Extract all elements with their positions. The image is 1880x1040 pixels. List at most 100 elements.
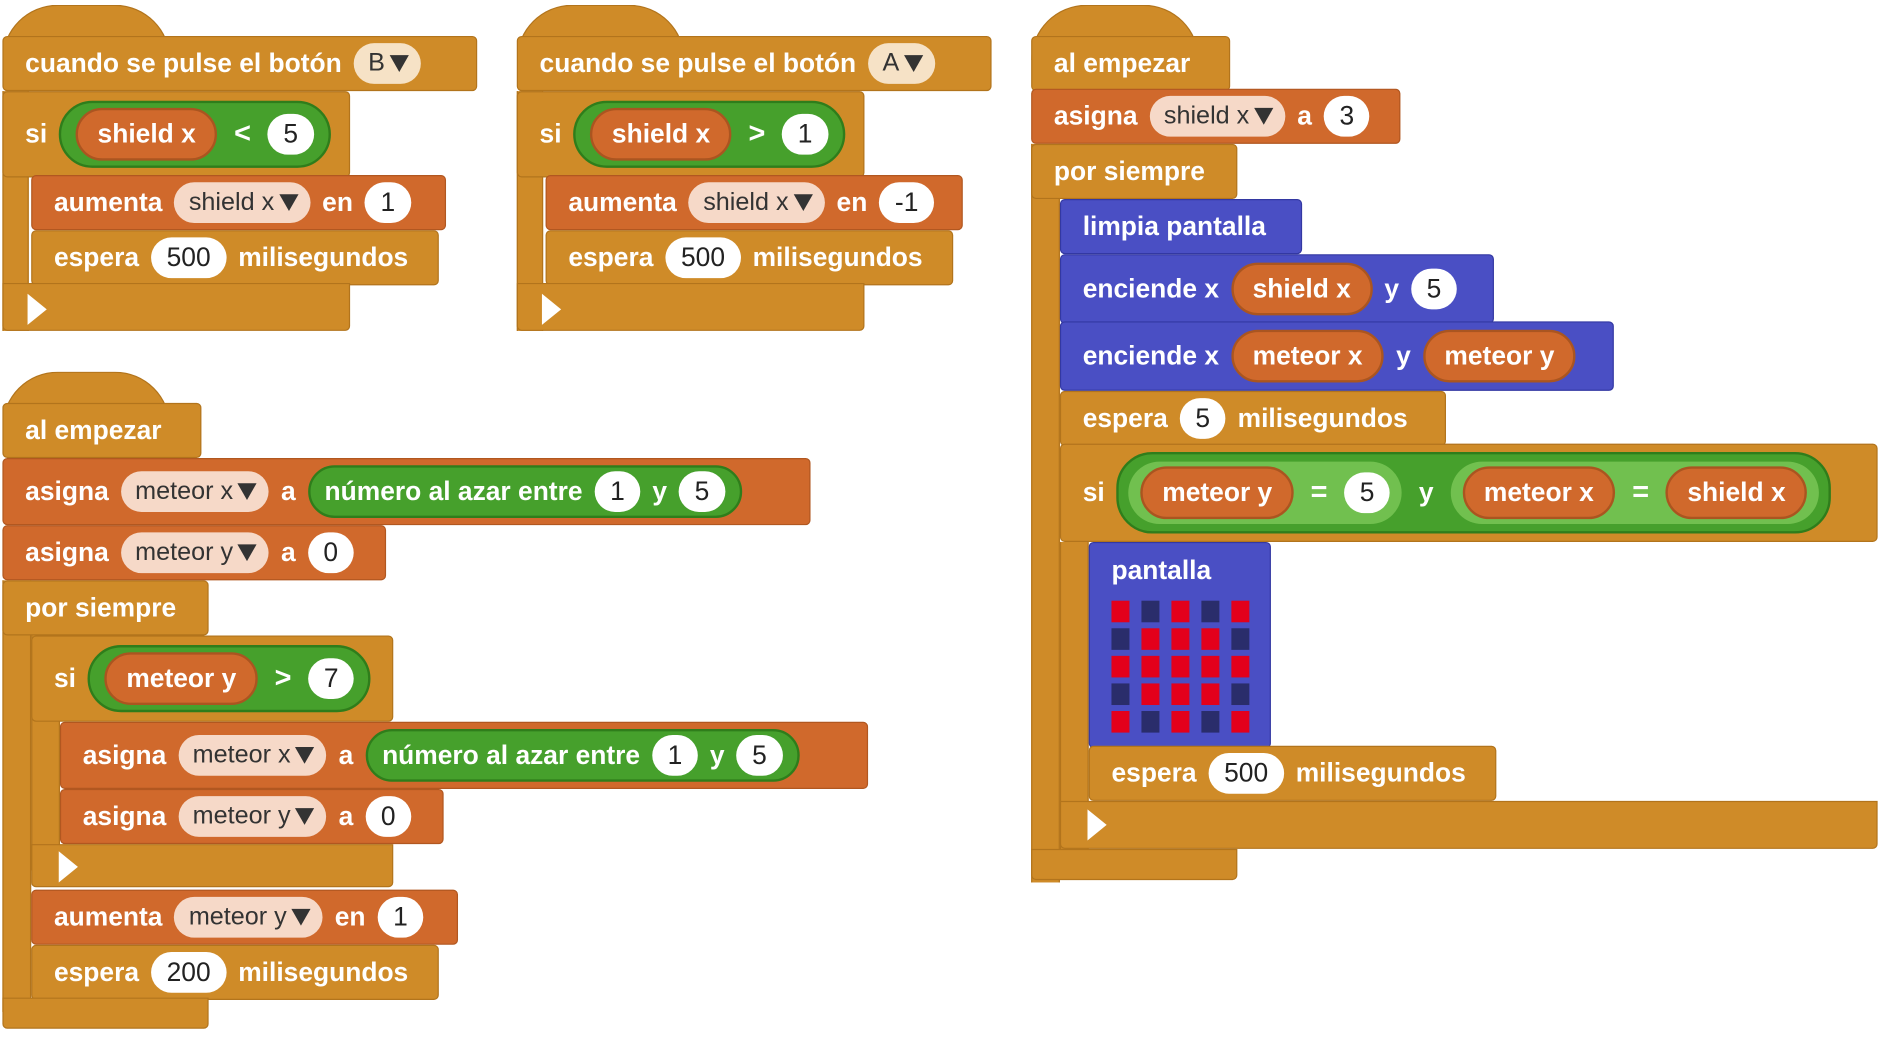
- button-dropdown[interactable]: A: [868, 43, 936, 84]
- variable-meteor-x[interactable]: meteor x: [1231, 329, 1385, 383]
- number-field[interactable]: 5: [679, 471, 725, 512]
- pause-block[interactable]: espera 500 milisegundos: [31, 230, 439, 286]
- set-variable-block[interactable]: asigna shield x a 3: [1031, 88, 1401, 144]
- led-4-3[interactable]: [1201, 711, 1220, 733]
- number-field[interactable]: 0: [365, 796, 412, 837]
- variable-dropdown[interactable]: meteor y: [120, 532, 270, 574]
- variable-dropdown[interactable]: shield x: [1149, 95, 1286, 137]
- number-field[interactable]: 5: [736, 734, 783, 776]
- variable-shield-x[interactable]: shield x: [1665, 466, 1808, 520]
- number-field[interactable]: 5: [267, 113, 314, 155]
- led-1-2[interactable]: [1171, 628, 1190, 650]
- led-4-0[interactable]: [1111, 711, 1130, 733]
- set-variable-block[interactable]: asigna meteor x a número al azar entre 1…: [59, 721, 869, 789]
- number-field[interactable]: 5: [1344, 472, 1391, 514]
- led-2-2[interactable]: [1171, 655, 1190, 678]
- variable-dropdown[interactable]: meteor y: [174, 896, 323, 938]
- on-button-pressed-block[interactable]: cuando se pulse el botón B: [2, 35, 478, 92]
- led-0-1[interactable]: [1141, 600, 1160, 623]
- pause-block[interactable]: espera 500 milisegundos: [545, 230, 954, 286]
- variable-dropdown[interactable]: meteor x: [120, 471, 270, 512]
- led-2-4[interactable]: [1231, 655, 1250, 678]
- variable-meteor-y[interactable]: meteor y: [104, 652, 258, 706]
- led-0-0[interactable]: [1111, 600, 1130, 623]
- variable-meteor-y[interactable]: meteor y: [1140, 466, 1294, 520]
- set-variable-block[interactable]: asigna meteor x a número al azar entre 1…: [2, 458, 811, 526]
- variable-meteor-x[interactable]: meteor x: [1462, 466, 1616, 520]
- show-leds-block[interactable]: pantalla: [1088, 541, 1271, 749]
- led-3-0[interactable]: [1111, 683, 1130, 706]
- set-variable-block[interactable]: asigna meteor y a 0: [2, 525, 387, 581]
- compare-block[interactable]: meteor y > 7: [87, 645, 371, 713]
- led-0-4[interactable]: [1231, 600, 1250, 623]
- number-field[interactable]: 1: [377, 896, 424, 938]
- on-start-block[interactable]: al empezar: [1031, 35, 1231, 92]
- if-block[interactable]: si shield x < 5: [2, 91, 351, 178]
- number-field[interactable]: 500: [665, 237, 741, 279]
- pause-block[interactable]: espera 500 milisegundos: [1088, 745, 1497, 801]
- if-block[interactable]: si meteor y = 5 y meteor x = shield x: [1059, 443, 1878, 542]
- change-variable-block[interactable]: aumenta meteor y en 1: [31, 889, 459, 945]
- variable-shield-x[interactable]: shield x: [75, 107, 218, 161]
- if-block[interactable]: si meteor y > 7: [31, 635, 394, 722]
- number-field[interactable]: 500: [1208, 752, 1284, 794]
- number-field[interactable]: 5: [1411, 268, 1457, 310]
- on-start-block[interactable]: al empezar: [2, 402, 202, 459]
- led-3-2[interactable]: [1171, 683, 1190, 706]
- number-field[interactable]: 200: [151, 952, 227, 993]
- forever-block[interactable]: por siempre: [2, 580, 209, 636]
- pause-block[interactable]: espera 5 milisegundos: [1059, 390, 1446, 447]
- led-2-3[interactable]: [1201, 655, 1220, 678]
- change-variable-block[interactable]: aumenta shield x en 1: [31, 175, 447, 231]
- variable-shield-x[interactable]: shield x: [590, 107, 732, 161]
- variable-dropdown[interactable]: shield x: [174, 182, 311, 224]
- number-field[interactable]: 1: [364, 182, 411, 224]
- led-2-0[interactable]: [1111, 655, 1130, 678]
- variable-shield-x[interactable]: shield x: [1231, 262, 1373, 316]
- number-field[interactable]: 5: [1179, 398, 1226, 439]
- plot-block[interactable]: enciende x meteor x y meteor y: [1059, 321, 1614, 391]
- number-field[interactable]: -1: [879, 182, 934, 224]
- compare-block[interactable]: shield x < 5: [59, 100, 331, 168]
- led-0-2[interactable]: [1171, 600, 1190, 623]
- button-dropdown[interactable]: B: [353, 43, 421, 84]
- led-2-1[interactable]: [1141, 655, 1160, 678]
- compare-block[interactable]: meteor x = shield x: [1450, 461, 1820, 524]
- and-block[interactable]: meteor y = 5 y meteor x = shield x: [1116, 452, 1832, 534]
- led-grid[interactable]: [1111, 600, 1250, 733]
- led-1-3[interactable]: [1201, 628, 1220, 650]
- led-1-4[interactable]: [1231, 628, 1250, 650]
- variable-dropdown[interactable]: meteor y: [178, 796, 327, 837]
- pause-block[interactable]: espera 200 milisegundos: [31, 944, 439, 1000]
- number-field[interactable]: 0: [307, 532, 354, 574]
- variable-meteor-y[interactable]: meteor y: [1422, 329, 1576, 383]
- set-variable-block[interactable]: asigna meteor y a 0: [59, 788, 444, 845]
- number-field[interactable]: 1: [594, 471, 641, 512]
- if-block[interactable]: si shield x > 1: [516, 91, 865, 178]
- led-3-3[interactable]: [1201, 683, 1220, 706]
- plot-block[interactable]: enciende x shield x y 5: [1059, 254, 1494, 324]
- led-0-3[interactable]: [1201, 600, 1220, 623]
- compare-block[interactable]: meteor y = 5: [1128, 461, 1403, 524]
- random-number-block[interactable]: número al azar entre 1 y 5: [307, 465, 742, 518]
- led-4-1[interactable]: [1141, 711, 1160, 733]
- led-3-4[interactable]: [1231, 683, 1250, 706]
- number-field[interactable]: 500: [151, 237, 227, 279]
- led-3-1[interactable]: [1141, 683, 1160, 706]
- number-field[interactable]: 7: [308, 658, 355, 700]
- number-field[interactable]: 1: [782, 113, 828, 155]
- led-1-1[interactable]: [1141, 628, 1160, 650]
- change-variable-block[interactable]: aumenta shield x en -1: [545, 175, 963, 231]
- variable-dropdown[interactable]: shield x: [688, 182, 825, 224]
- led-4-2[interactable]: [1171, 711, 1190, 733]
- compare-block[interactable]: shield x > 1: [573, 100, 845, 168]
- led-4-4[interactable]: [1231, 711, 1250, 733]
- clear-screen-block[interactable]: limpia pantalla: [1059, 199, 1303, 255]
- number-field[interactable]: 3: [1323, 95, 1370, 137]
- random-number-block[interactable]: número al azar entre 1 y 5: [365, 728, 800, 782]
- forever-block[interactable]: por siempre: [1031, 143, 1238, 200]
- on-button-pressed-block[interactable]: cuando se pulse el botón A: [516, 35, 992, 92]
- variable-dropdown[interactable]: meteor x: [178, 734, 327, 776]
- led-1-0[interactable]: [1111, 628, 1130, 650]
